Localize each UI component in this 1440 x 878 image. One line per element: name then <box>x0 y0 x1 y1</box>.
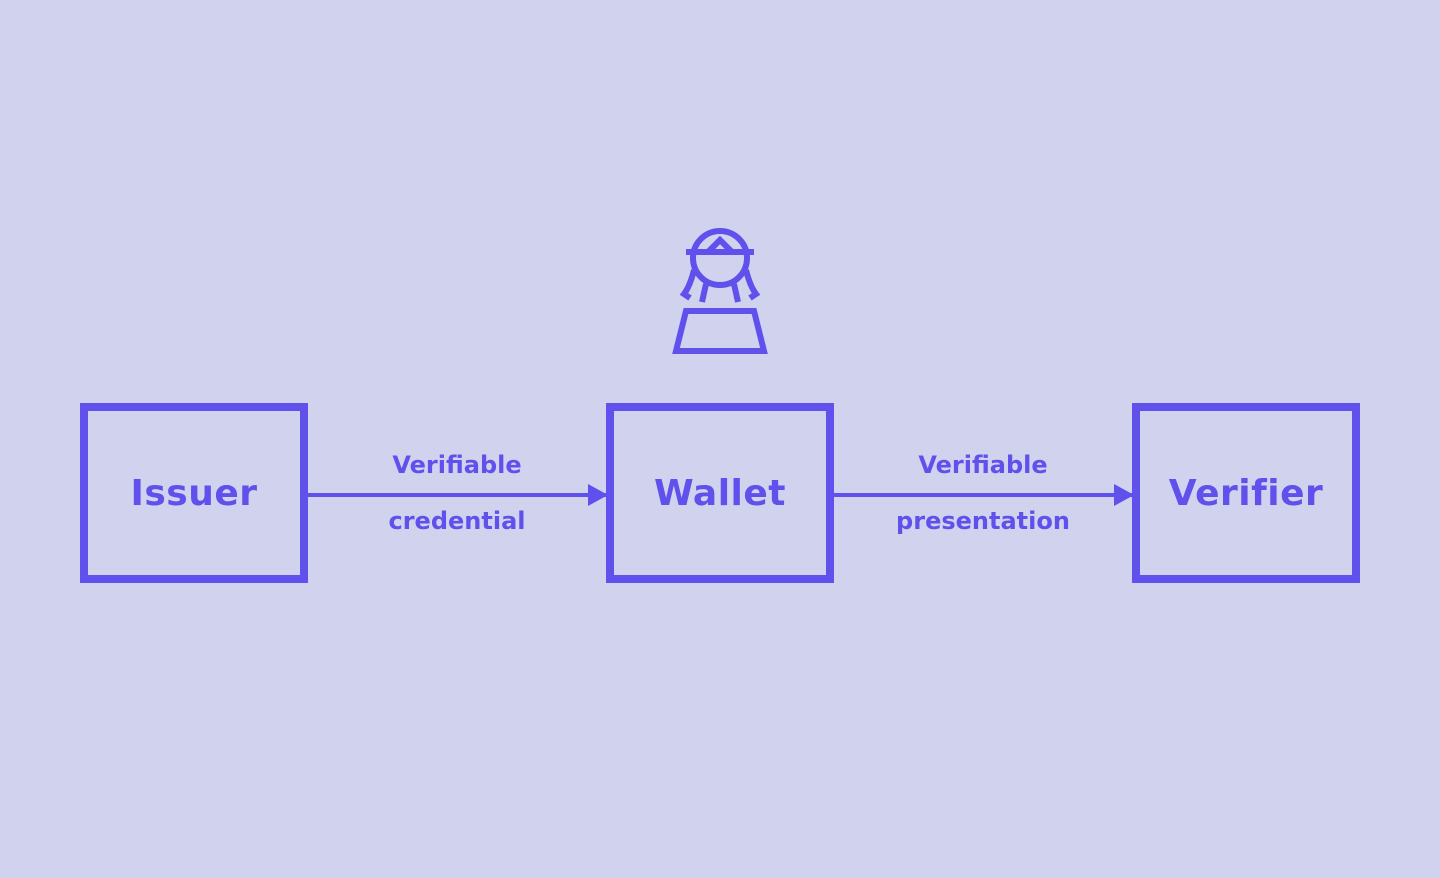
issuer-node: Issuer <box>80 403 308 583</box>
issuer-label: Issuer <box>130 472 258 514</box>
arrowhead-icon <box>588 484 608 506</box>
verifier-node: Verifier <box>1132 403 1360 583</box>
verifier-label: Verifier <box>1168 472 1324 514</box>
arrowhead-icon <box>1114 484 1134 506</box>
person-icon <box>672 228 768 354</box>
presentation-arrow <box>833 484 1134 506</box>
edge1-label-line1: Verifiable <box>392 451 522 479</box>
wallet-node: Wallet <box>606 403 834 583</box>
credential-arrow <box>307 484 608 506</box>
edge2-label-line2: presentation <box>896 507 1070 535</box>
edge1-label-line2: credential <box>388 507 526 535</box>
wallet-label: Wallet <box>653 472 787 514</box>
edge2-label-line1: Verifiable <box>918 451 1048 479</box>
